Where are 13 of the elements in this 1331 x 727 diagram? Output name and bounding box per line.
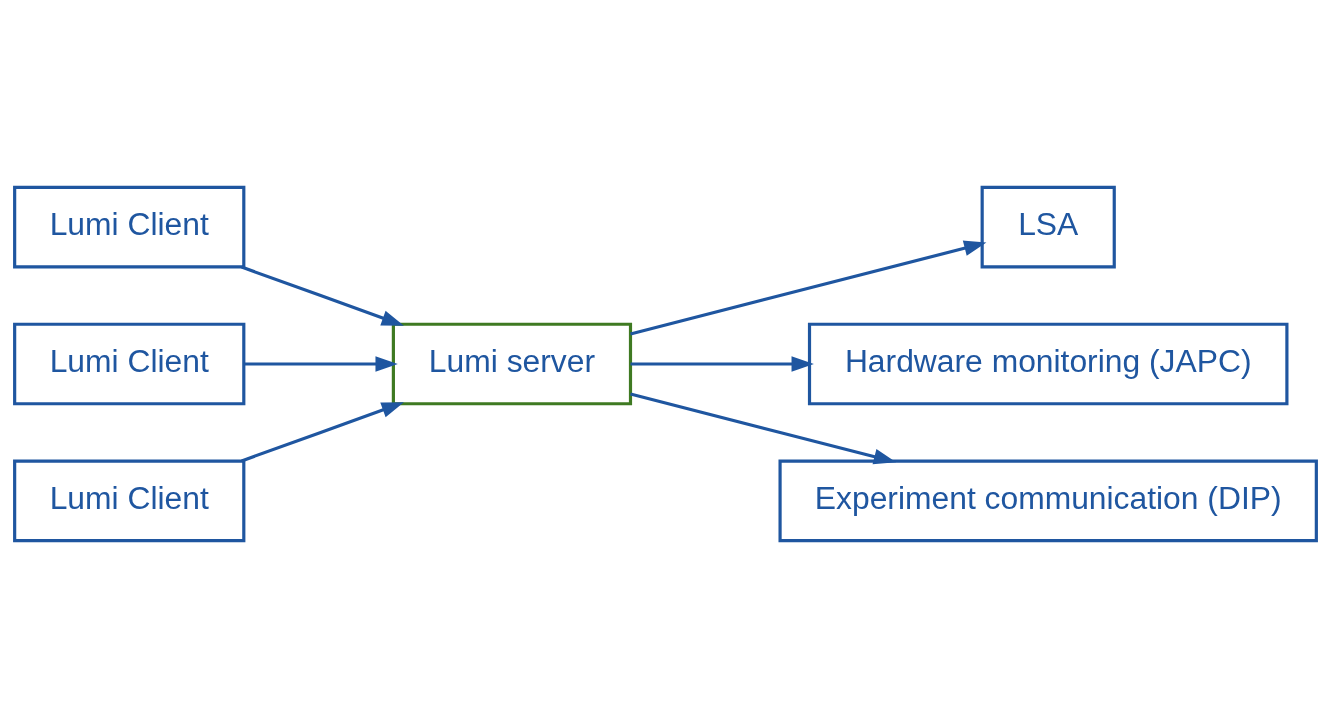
node-box: Experiment communication (DIP) [778, 459, 1318, 542]
node-box: LSA [980, 185, 1116, 268]
arrow [241, 401, 404, 462]
arrow [630, 355, 814, 372]
arrow [630, 240, 987, 335]
node-box: Lumi Client [13, 185, 246, 268]
arrow [244, 355, 398, 372]
arrow [241, 265, 404, 326]
arrow [630, 392, 897, 464]
node-box: Lumi Client [13, 322, 246, 405]
node-box: Lumi Client [13, 459, 246, 542]
node-box: Lumi server [391, 322, 633, 405]
node-box: Hardware monitoring (JAPC) [807, 322, 1289, 405]
